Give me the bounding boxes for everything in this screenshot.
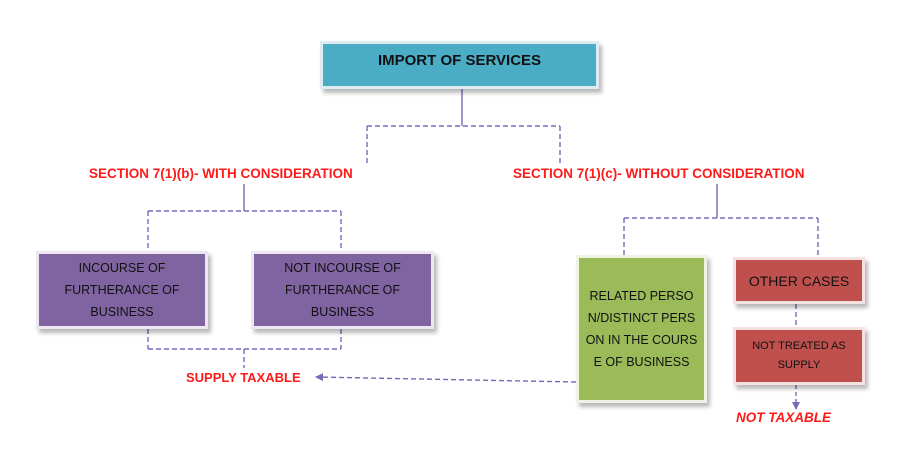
box-not-treated-label: NOT TREATED AS SUPPLY bbox=[752, 340, 846, 371]
box-related-person-label: RELATED PERSON/DISTINCT PERSON IN THE CO… bbox=[585, 289, 698, 369]
arrow-to-supply-taxable bbox=[315, 373, 577, 383]
box-not-incourse-of-furtherance: NOT INCOURSE OF FURTHERANCE OF BUSINESS bbox=[251, 251, 434, 329]
box-incourse-of-furtherance: INCOURSE OF FURTHERANCE OF BUSINESS bbox=[36, 251, 208, 329]
box-not-incourse-label: NOT INCOURSE OF FURTHERANCE OF BUSINESS bbox=[284, 261, 401, 319]
box-related-person: RELATED PERSON/DISTINCT PERSON IN THE CO… bbox=[576, 255, 707, 403]
root-label: IMPORT OF SERVICES bbox=[377, 51, 542, 69]
right-branch-heading: SECTION 7(1)(c)- WITHOUT CONSIDERATION bbox=[513, 166, 805, 181]
left-branch-heading: SECTION 7(1)(b)- WITH CONSIDERATION bbox=[89, 166, 353, 181]
box-not-treated-as-supply: NOT TREATED AS SUPPLY bbox=[733, 327, 865, 385]
box-incourse-label: INCOURSE OF FURTHERANCE OF BUSINESS bbox=[64, 261, 180, 319]
box-other-cases-label: OTHER CASES bbox=[748, 272, 850, 289]
outcome-supply-taxable: SUPPLY TAXABLE bbox=[186, 370, 301, 385]
outcome-not-taxable: NOT TAXABLE bbox=[736, 410, 831, 425]
box-other-cases: OTHER CASES bbox=[733, 257, 865, 304]
root-box-import-of-services: IMPORT OF SERVICES bbox=[320, 41, 599, 89]
